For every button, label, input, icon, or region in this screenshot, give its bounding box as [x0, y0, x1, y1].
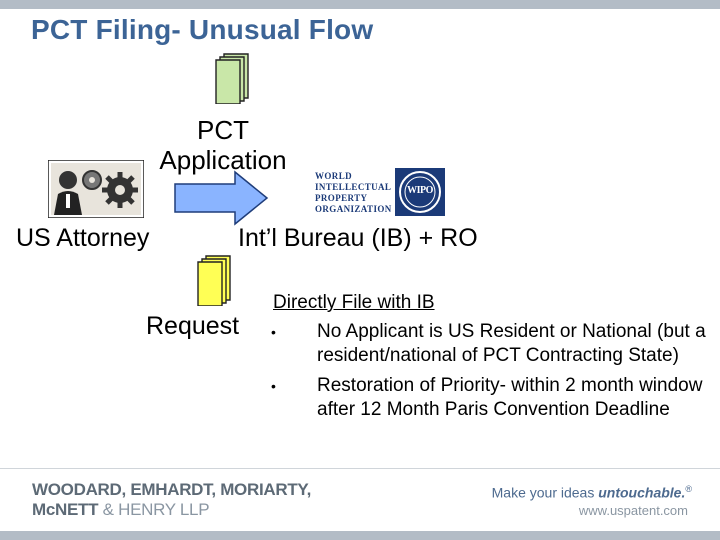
bullet-dot-icon: •: [271, 324, 276, 340]
request-label: Request: [146, 312, 240, 340]
wipo-line: INTELLECTUAL: [315, 182, 392, 192]
attorney-gears-icon: [48, 160, 144, 218]
registered-mark: ®: [685, 484, 692, 494]
slide-title: PCT Filing- Unusual Flow: [31, 14, 374, 45]
bullet-text: Restoration of Priority- within 2 month …: [317, 375, 703, 420]
tagline-emphasis: untouchable.: [598, 484, 686, 501]
website-link[interactable]: www.uspatent.com: [578, 503, 688, 518]
firm-name: WOODARD, EMHARDT, MORIARTY, McNETT & HEN…: [32, 480, 311, 520]
tagline-lead: Make your ideas: [491, 484, 599, 501]
wipo-line: ORGANIZATION: [315, 204, 392, 214]
flow-arrow: [174, 170, 269, 226]
wipo-logo: WORLD INTELLECTUAL PROPERTY ORGANIZATION…: [311, 166, 447, 218]
firm-line-2: McNETT & HENRY LLP: [32, 500, 311, 520]
direct-file-bullets: • No Applicant is US Resident or National…: [270, 320, 710, 428]
bottom-bar: [0, 531, 720, 540]
tagline: Make your ideas untouchable.®: [492, 484, 692, 501]
firm-partner: McNETT: [32, 500, 99, 519]
request-documents-icon: [197, 255, 231, 306]
direct-file-title: Directly File with IB: [273, 292, 435, 313]
footer-divider: [0, 468, 720, 469]
application-documents-icon: [215, 53, 249, 104]
wipo-line: WORLD: [315, 171, 353, 181]
bullet-text: No Applicant is US Resident or National …: [317, 321, 706, 366]
top-bar: [0, 0, 720, 9]
wipo-line: PROPERTY: [315, 193, 368, 203]
bullet-item: • Restoration of Priority- within 2 month…: [270, 374, 710, 422]
ib-ro-label: Int’l Bureau (IB) + RO: [238, 224, 478, 252]
pct-application-label: PCT Application: [159, 115, 287, 175]
us-attorney-label: US Attorney: [16, 224, 150, 252]
bullet-item: • No Applicant is US Resident or National…: [270, 320, 710, 368]
wipo-emblem-text: WIPO: [407, 185, 433, 196]
firm-partner-suffix: & HENRY LLP: [98, 500, 210, 519]
firm-line-1: WOODARD, EMHARDT, MORIARTY,: [32, 480, 311, 499]
bullet-dot-icon: •: [271, 378, 276, 394]
